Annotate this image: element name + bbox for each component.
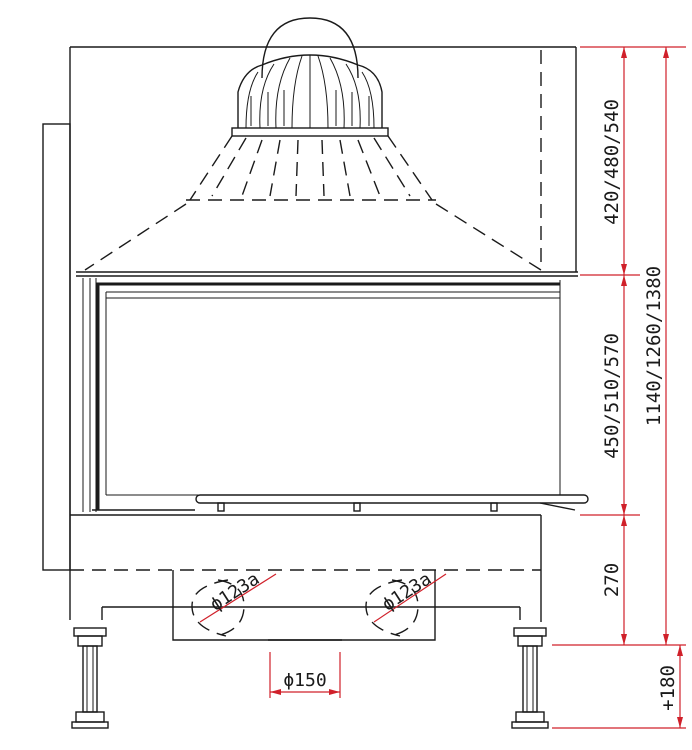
convection-hood [84,17,542,271]
fireplace-body [42,46,577,622]
dome-cap [261,17,359,79]
left-spigot-dimension [199,573,277,623]
dome-rib [361,71,375,129]
right-spigot-dimension [373,573,447,623]
hidden-cone-line [373,137,411,197]
dome-rib [317,55,329,129]
arrow-head [270,689,281,695]
right-foot-plate [513,627,547,637]
right-foot-pad [511,721,549,729]
legs-height-label: +180 [657,665,679,711]
flue-diameter-label: ϕ150 [283,670,326,691]
dome-ring [231,127,389,137]
arrow-head [663,634,669,645]
hood-slope-left [84,203,187,271]
left-foot-nut [77,635,103,647]
hinge-tab [490,502,498,512]
dimension-lines [269,46,686,729]
left-foot-pad [71,721,109,729]
hood-slope-right [435,203,542,271]
side-panel [42,123,71,571]
arrow-head [663,47,669,58]
dimension-labels: 420/480/540 450/510/570 1140/1260/1380 2… [206,99,679,711]
left-foot-rod [82,645,98,713]
arrow-head [621,504,627,515]
left-spigot-outline [215,579,245,637]
total-height-label: 1140/1260/1380 [643,266,665,426]
base-connections [70,569,541,641]
glass-door [76,271,589,512]
left-foot-base [75,711,105,723]
hidden-cone-line [321,139,325,197]
right-spigot-outline [389,579,419,637]
hidden-cone-line [339,139,351,197]
hinge-tab [217,502,225,512]
right-spigot-outline [365,579,403,637]
door-handle-bar [195,494,589,504]
hidden-cone-line [189,135,233,201]
hidden-cone-line [211,137,247,197]
hidden-cone-line [387,135,433,201]
right-spigot-label: ϕ123a [378,568,435,615]
right-foot-nut [517,635,543,647]
arrow-head [621,634,627,645]
base-height-label: 270 [601,563,623,597]
hinge-tab [353,502,361,512]
hidden-cone-line [357,139,381,197]
arrow-head [677,717,683,728]
right-foot-base [515,711,545,723]
glass-height-label: 450/510/570 [601,333,623,459]
arrow-head [621,47,627,58]
left-foot-plate [73,627,107,637]
hidden-cone-line [241,139,263,197]
hidden-cone-line [269,139,281,197]
arrow-head [621,275,627,286]
right-foot-rod [522,645,538,713]
dome-rib [275,57,291,129]
handle-tip [539,502,576,511]
arrow-head [621,264,627,275]
adjustable-feet [71,627,549,729]
hidden-cone-line [295,139,299,197]
arrow-head [677,645,683,656]
left-spigot-label: ϕ123a [206,568,263,615]
dome-rib [259,63,275,129]
dome-rib [291,55,303,129]
left-spigot-outline [191,579,229,637]
dome-rib [329,57,345,129]
dome-rib [345,63,361,129]
glass-frame-thick [96,282,560,510]
top-height-label: 420/480/540 [601,99,623,225]
dome-rib [245,71,259,129]
arrow-head [621,515,627,526]
arrow-head [329,689,340,695]
